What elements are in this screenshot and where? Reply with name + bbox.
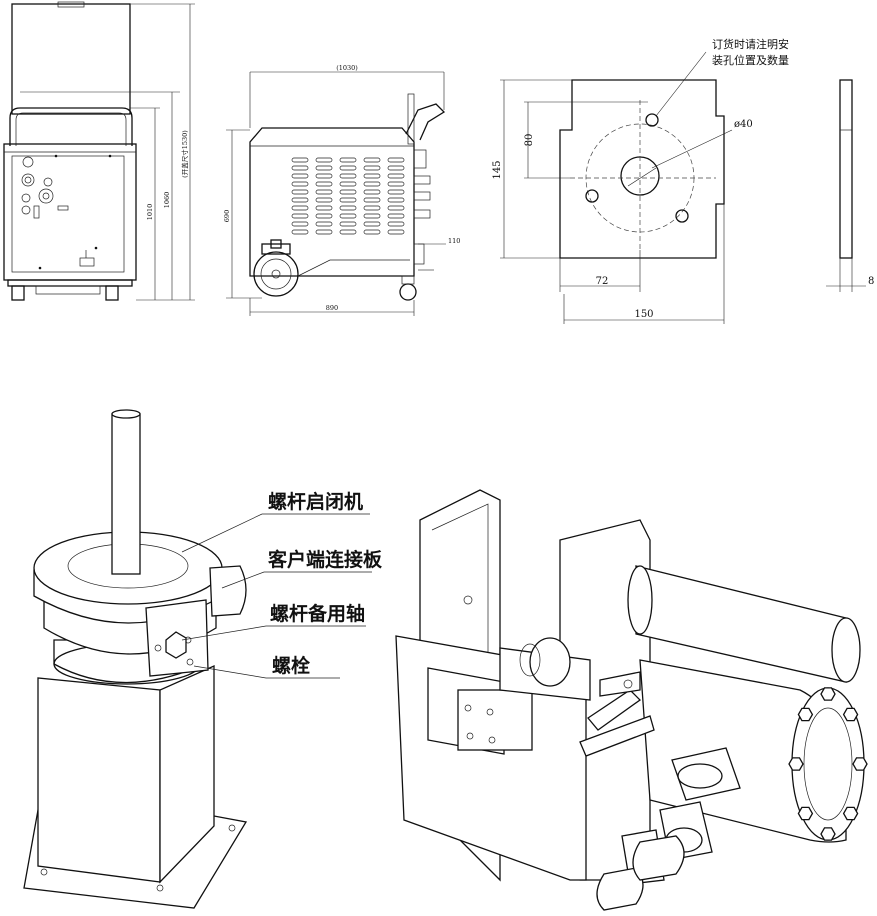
vent-slot — [315, 229, 333, 235]
flange-bolt — [852, 757, 868, 771]
vent-slot — [387, 157, 405, 163]
vent-slot — [291, 165, 309, 171]
dim-1010: 1010 — [146, 204, 154, 221]
vent-slot — [363, 173, 381, 179]
side-view: (1030) 890 690 110 — [223, 64, 460, 316]
label-connecting-plate: 客户端连接板 — [268, 548, 383, 571]
vent-slot — [363, 197, 381, 203]
flange-bolt — [797, 806, 814, 821]
vent-slot — [339, 221, 357, 227]
vent-slot — [315, 213, 333, 219]
vent-slot — [315, 221, 333, 227]
flange-bolt — [788, 757, 804, 771]
vent-slot — [387, 189, 405, 195]
vent-slot — [315, 197, 333, 203]
vent-slot — [363, 205, 381, 211]
label-bolt: 螺栓 — [272, 654, 310, 677]
assembly-view: 螺杆启闭机 客户端连接板 螺杆备用轴 螺栓 — [23, 409, 383, 909]
vent-slot — [291, 197, 309, 203]
dim-150: 150 — [634, 309, 653, 320]
label-screw-hoist: 螺杆启闭机 — [268, 490, 363, 513]
vent-slot — [315, 189, 333, 195]
vent-slot — [315, 205, 333, 211]
vent-slot — [339, 229, 357, 235]
dim-890: 890 — [326, 304, 338, 312]
dim-110: 110 — [448, 237, 460, 245]
order-note-line2: 装孔位置及数量 — [712, 53, 789, 67]
vent-slot — [387, 221, 405, 227]
vent-slot — [363, 165, 381, 171]
vent-slot — [339, 205, 357, 211]
dim-145: 145 — [492, 160, 503, 179]
dim-8: 8 — [868, 276, 874, 287]
vent-slot — [315, 157, 333, 163]
dim-diameter-40: ø40 — [734, 119, 753, 130]
flange-bolt — [842, 707, 859, 722]
vent-slot — [387, 173, 405, 179]
vent-slot — [363, 229, 381, 235]
vent-slot — [387, 165, 405, 171]
vent-slot — [291, 221, 309, 227]
vent-slot — [363, 189, 381, 195]
vent-slots — [291, 157, 405, 235]
front-view: 1010 1060 (开盖尺寸1530) — [3, 1, 195, 301]
order-note-line1: 订货时请注明安 — [712, 37, 789, 51]
actuator-isometric-view — [395, 489, 868, 911]
vent-slot — [387, 205, 405, 211]
vent-slot — [291, 229, 309, 235]
flange-bolt — [820, 687, 836, 701]
plate-drawing: 订货时请注明安 装孔位置及数量 ø40 80 145 72 150 8 — [492, 37, 874, 324]
vent-slot — [387, 229, 405, 235]
dim-1060: 1060 — [163, 192, 171, 209]
dim-open-lid: (开盖尺寸1530) — [180, 130, 189, 178]
dim-72: 72 — [596, 276, 609, 287]
vent-slot — [363, 181, 381, 187]
vent-slot — [387, 181, 405, 187]
vent-slot — [291, 157, 309, 163]
vent-slot — [291, 181, 309, 187]
flange-bolt — [820, 827, 836, 841]
dim-690: 690 — [223, 210, 231, 222]
vent-slot — [387, 213, 405, 219]
label-spare-shaft: 螺杆备用轴 — [270, 602, 365, 625]
vent-slot — [363, 213, 381, 219]
vent-slot — [315, 173, 333, 179]
vent-slot — [339, 197, 357, 203]
dim-1030: (1030) — [336, 64, 358, 72]
vent-slot — [339, 165, 357, 171]
vent-slot — [339, 181, 357, 187]
vent-slot — [291, 213, 309, 219]
vent-slot — [315, 165, 333, 171]
vent-slot — [339, 173, 357, 179]
vent-slot — [387, 197, 405, 203]
vent-slot — [291, 189, 309, 195]
vent-slot — [339, 157, 357, 163]
vent-slot — [291, 173, 309, 179]
flange-bolt — [842, 806, 859, 821]
vent-slot — [363, 157, 381, 163]
vent-slot — [291, 205, 309, 211]
vent-slot — [339, 213, 357, 219]
vent-slot — [315, 181, 333, 187]
flange-bolt — [797, 707, 814, 722]
dim-80: 80 — [524, 134, 535, 147]
vent-slot — [339, 189, 357, 195]
vent-slot — [363, 221, 381, 227]
